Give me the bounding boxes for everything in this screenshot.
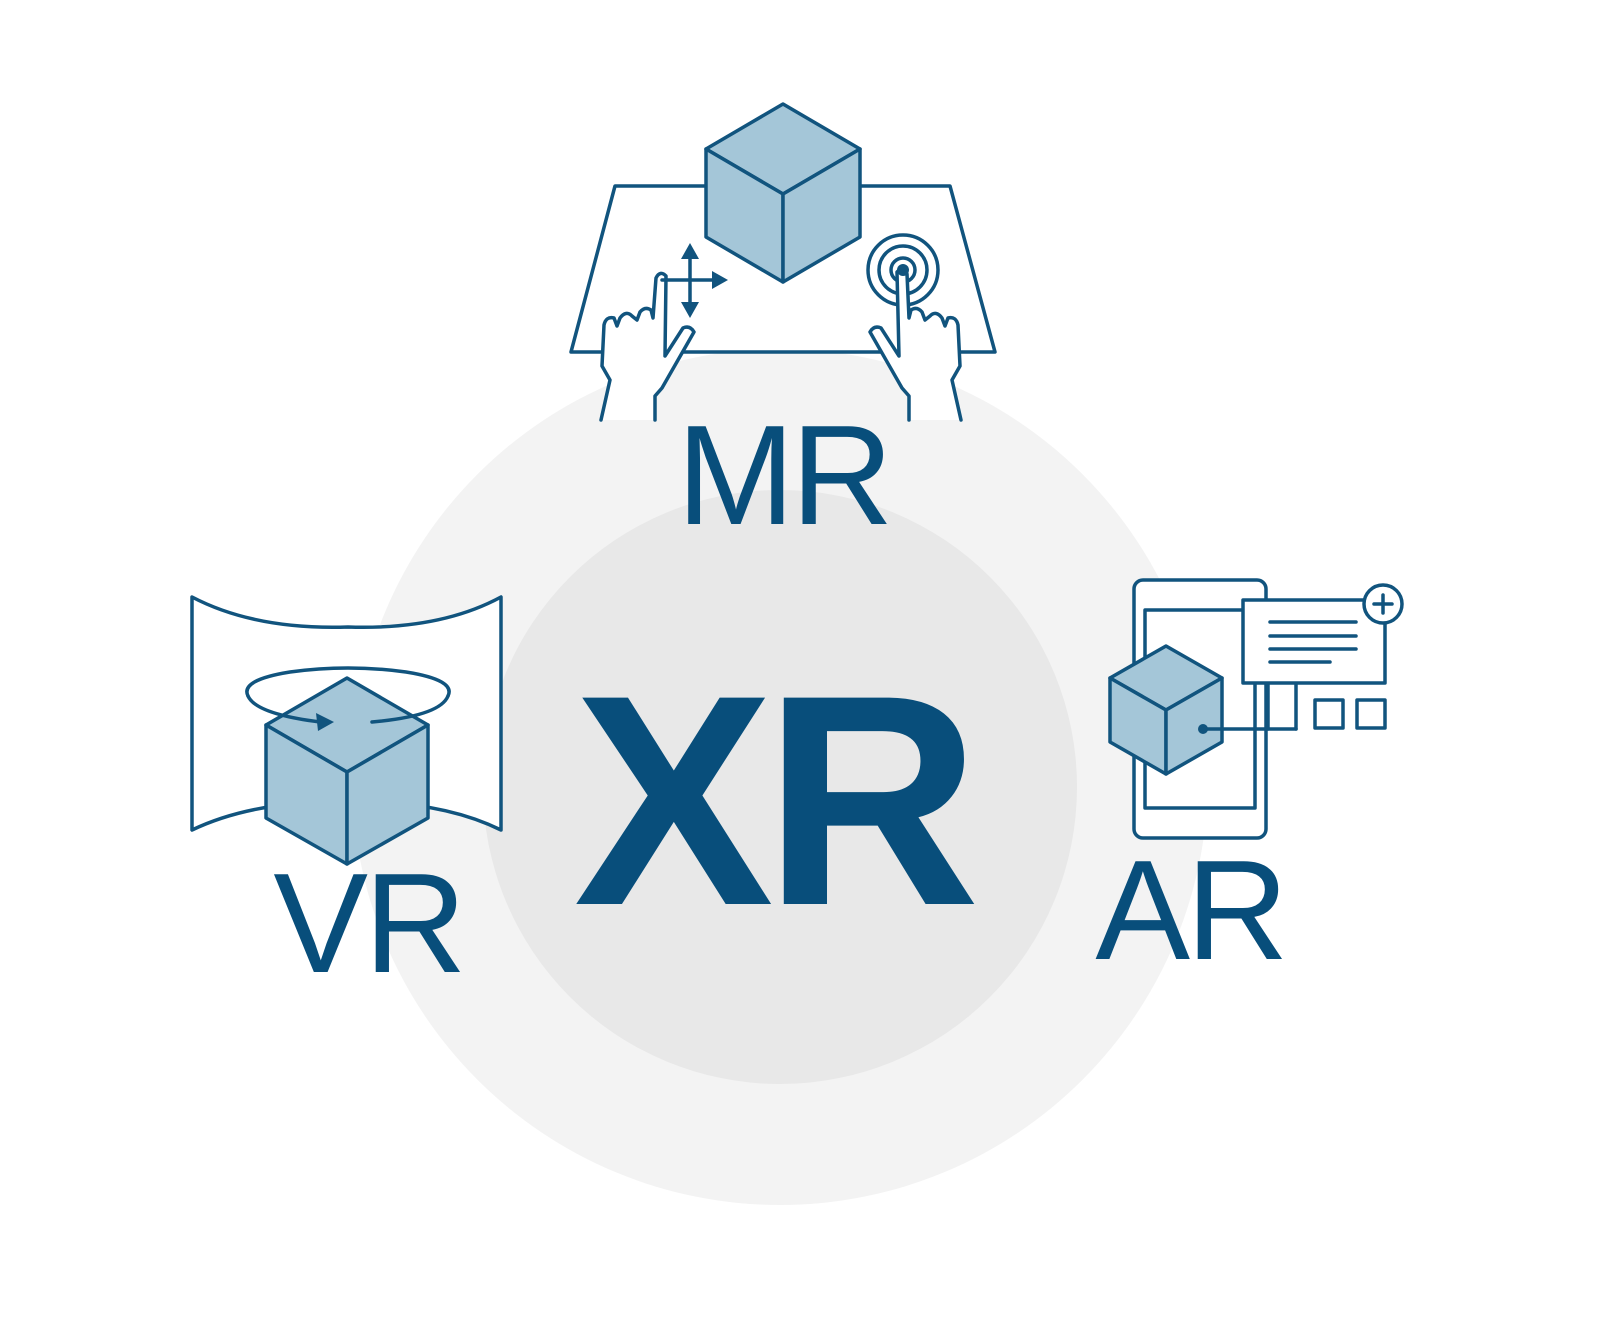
mr-label: MR: [676, 396, 894, 555]
vr-icon: [190, 595, 503, 866]
hand-tap-gesture-icon: [866, 233, 963, 422]
ar-icon: [1108, 578, 1404, 840]
hand-move-gesture-icon: [599, 243, 728, 422]
option-box: [1313, 698, 1345, 730]
vr-label: VR: [273, 844, 466, 1003]
mr-icon: [569, 102, 997, 422]
rotating-cube-icon: [246, 676, 450, 866]
ar-label: AR: [1095, 831, 1288, 990]
inner-circle: [483, 490, 1077, 1084]
cube-icon: [1108, 644, 1224, 776]
add-icon: [1362, 583, 1404, 625]
option-box: [1355, 698, 1387, 730]
cube-icon: [704, 102, 862, 284]
info-panel-icon: [1241, 598, 1387, 685]
xr-label: XR: [573, 632, 981, 968]
